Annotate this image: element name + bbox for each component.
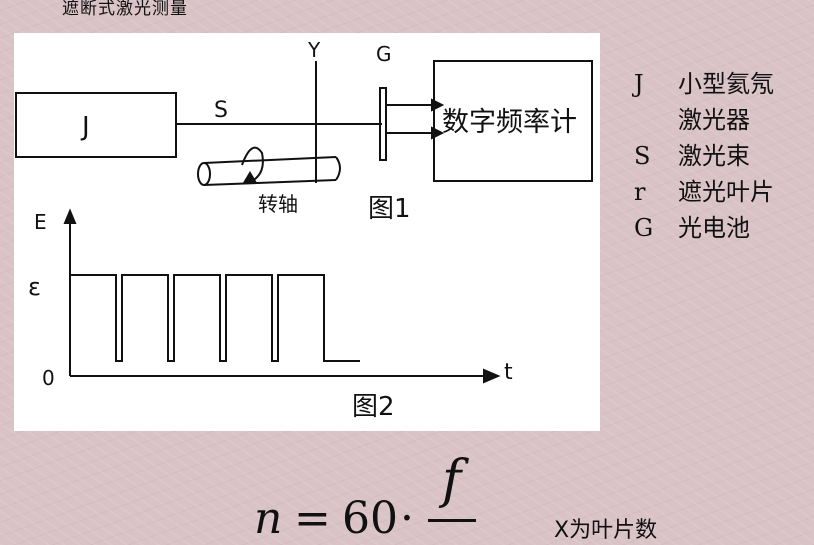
legend-row: S 激光束 [634,138,774,174]
legend-key: G [634,214,654,242]
legend: J 小型氦氖激光器 S 激光束 r 遮光叶片 G 光电池 [634,66,774,246]
axle-top [203,156,337,164]
legend-row: 激光器 [634,102,774,138]
axle-bottom [203,179,337,186]
fraction-bar [428,519,476,522]
x-axis-label: t [504,360,513,385]
legend-text: 激光器 [678,106,750,134]
rotation-arrowhead [242,171,258,184]
legend-text: 小型氦氖 [678,70,774,98]
formula-numerator: f [442,450,462,510]
laser-box [15,92,177,158]
legend-key: r [634,178,646,206]
legend-row: J 小型氦氖 [634,66,774,102]
figure-2 [63,208,501,384]
x-axis-arrow [483,368,501,384]
legend-text: 遮光叶片 [678,178,774,206]
legend-key: J [634,70,644,98]
beam-label: S [214,98,228,123]
y-axis-label: E [34,210,47,234]
formula-dot: · [400,493,414,544]
y-axis-arrow [63,208,77,224]
formula-lhs: n [254,493,283,544]
legend-row: r 遮光叶片 [634,174,774,210]
level-label: ε [28,273,41,301]
diagram-panel: J S Y G 数字频率计 转轴 图1 E ε 0 t 图2 [14,33,600,431]
diagram-svg: J S Y G 数字频率计 转轴 图1 E ε 0 t 图2 [15,38,593,422]
legend-key: S [634,142,651,170]
laser-label: J [80,112,90,142]
legend-text: 光电池 [678,214,750,242]
origin-label: 0 [42,366,55,390]
pulse-train [70,274,360,362]
figure-1-caption: 图1 [368,194,411,224]
counter-label: 数字频率计 [442,107,577,138]
axle-label: 转轴 [258,192,298,216]
legend-text: 激光束 [678,142,750,170]
page-title: 遮断式激光测量 [62,0,188,19]
figure-1 [15,60,593,186]
axle-end [197,162,211,186]
cell-label: G [376,42,392,66]
photocell [379,87,387,161]
formula: n = 60 · f [252,450,492,545]
formula-coefficient: 60 [342,493,398,544]
rotation-arrow [241,146,264,182]
legend-row: G 光电池 [634,210,774,246]
note-text: X为叶片数 [554,518,658,543]
axle-right-end [335,156,341,181]
figure-2-caption: 图2 [352,392,395,422]
shutter-label: Y [307,38,321,62]
frequency-counter-box [433,60,593,182]
formula-equals: = [294,493,331,544]
